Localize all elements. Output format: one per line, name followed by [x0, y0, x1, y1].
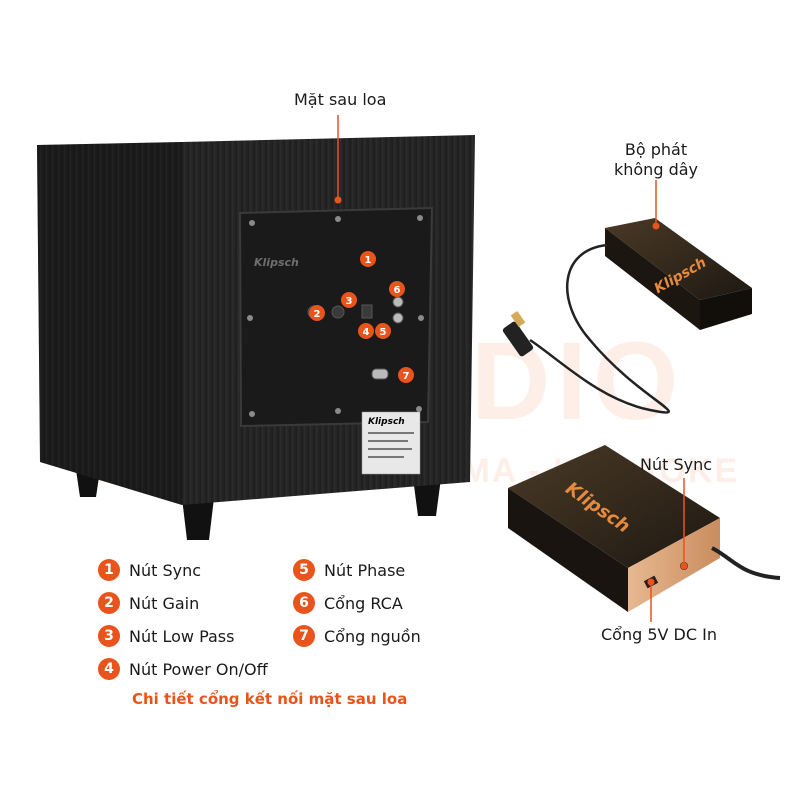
legend-item: 5 Nút Phase: [293, 557, 405, 583]
panel-marker-2: [309, 305, 325, 321]
rear-callout-label: Mặt sau loa: [294, 90, 387, 109]
legend-number-badge: 6: [293, 592, 315, 614]
legend-number-badge: 5: [293, 559, 315, 581]
legend-label: Cổng nguồn: [324, 626, 421, 646]
panel-marker-3: [341, 292, 357, 308]
legend-item: 6 Cổng RCA: [293, 590, 403, 616]
rear-panel: Klipsch Klipsch: [238, 206, 434, 475]
dc-in-callout-label: Cổng 5V DC In: [601, 625, 717, 644]
panel-marker-1: [360, 251, 376, 267]
rca-plug: [502, 310, 534, 357]
legend-item: 7 Cổng nguồn: [293, 623, 421, 649]
panel-marker-6: [389, 281, 405, 297]
legend-item: 3 Nút Low Pass: [98, 623, 234, 649]
transmitter-cable: [529, 243, 670, 414]
sticker-brand: Klipsch: [368, 417, 405, 427]
legend-item: 1 Nút Sync: [98, 557, 201, 583]
panel-marker-number-1: 1: [365, 255, 372, 266]
wireless-transmitter: Klipsch: [502, 180, 752, 414]
legend-number-badge: 3: [98, 625, 120, 647]
panel-marker-5: [375, 323, 391, 339]
panel-marker-number-3: 3: [346, 296, 353, 307]
legend-item: 4 Nút Power On/Off: [98, 656, 268, 682]
legend-item: 2 Nút Gain: [98, 590, 199, 616]
panel-marker-4: [358, 323, 374, 339]
legend-label: Cổng RCA: [324, 593, 403, 613]
legend-number-badge: 7: [293, 625, 315, 647]
legend-label: Nút Phase: [324, 560, 406, 580]
panel-marker-number-2: 2: [314, 309, 321, 320]
rear-callout-leader: [334, 115, 342, 204]
legend-label: Nút Sync: [129, 560, 202, 580]
panel-marker-number-4: 4: [363, 327, 370, 338]
sync-callout-label: Nút Sync: [640, 455, 713, 474]
wireless-transmitter-side: Klipsch: [508, 445, 781, 622]
transmitter-callout-label-2: không dây: [613, 160, 698, 179]
legend-label: Nút Power On/Off: [129, 659, 268, 679]
panel-brand: Klipsch: [254, 256, 299, 269]
diagram-caption: Chi tiết cổng kết nối mặt sau loa: [132, 690, 408, 708]
panel-marker-number-7: 7: [403, 371, 410, 382]
legend-number-badge: 1: [98, 559, 120, 581]
legend-label: Nút Gain: [129, 593, 200, 613]
spec-sticker: [361, 411, 421, 475]
subwoofer-feet: [76, 470, 441, 540]
legend-number-badge: 4: [98, 658, 120, 680]
legend-number-badge: 2: [98, 592, 120, 614]
transmitter-callout-label-1: Bộ phát: [624, 140, 688, 159]
legend-label: Nút Low Pass: [129, 626, 235, 646]
panel-marker-number-6: 6: [394, 285, 401, 296]
panel-marker-number-5: 5: [380, 327, 387, 338]
panel-marker-7: [398, 367, 414, 383]
